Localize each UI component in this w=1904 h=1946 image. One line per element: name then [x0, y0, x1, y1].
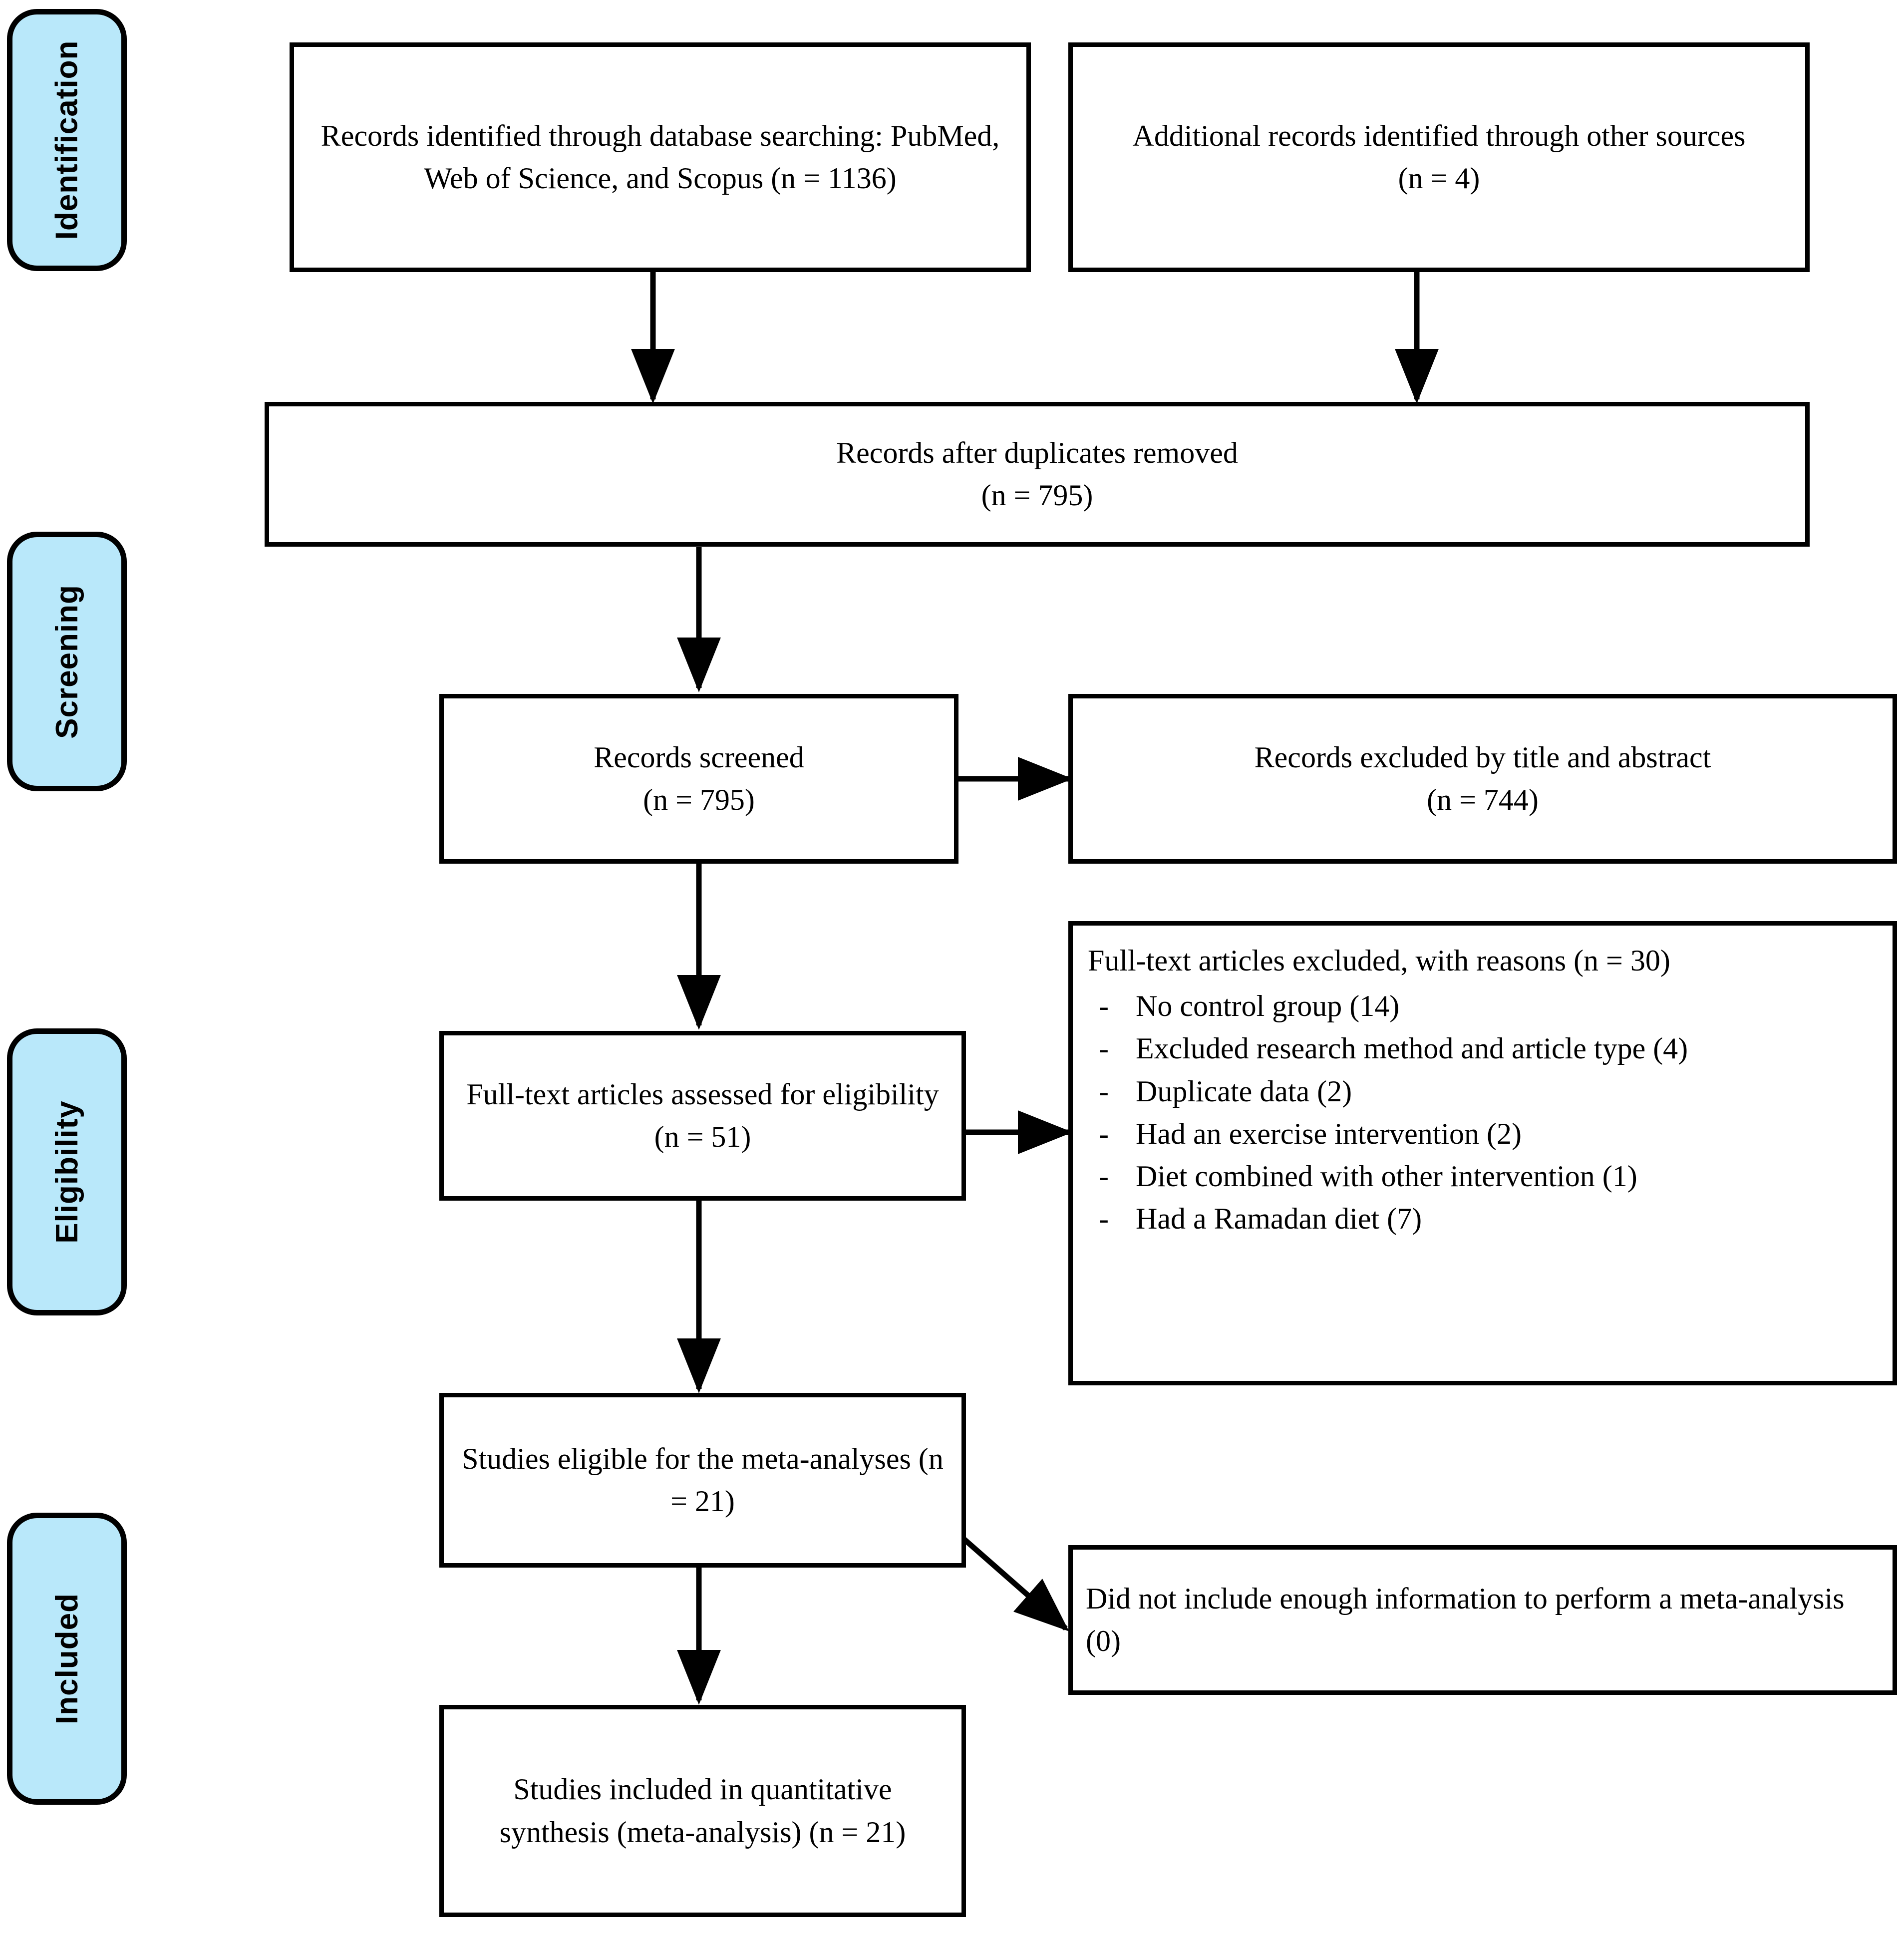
box-studies-included-quantitative-synthesis-text: Studies included in quantitative synthes…	[499, 1773, 906, 1849]
box-additional-records-other-sources: Additional records identified through ot…	[1068, 42, 1810, 272]
box-studies-eligible-meta-analyses: Studies eligible for the meta-analyses (…	[439, 1393, 966, 1568]
box-additional-records-other-sources-text: Additional records identified through ot…	[1132, 119, 1746, 195]
box-fulltext-assessed-eligibility-text: Full-text articles assessed for eligibil…	[466, 1077, 939, 1153]
reason-text: Duplicate data (2)	[1136, 1074, 1352, 1108]
box-fulltext-assessed-eligibility: Full-text articles assessed for eligibil…	[439, 1031, 966, 1201]
stage-label-included: Included	[7, 1513, 127, 1805]
stage-label-eligibility: Eligibility	[7, 1028, 127, 1315]
stage-label-screening: Screening	[7, 532, 127, 791]
box-records-after-duplicates-removed: Records after duplicates removed (n = 79…	[265, 402, 1810, 547]
reason-dash-icon: -	[1099, 1202, 1109, 1236]
arrow-eligible-to-not-enough-info	[961, 1536, 1069, 1631]
box-records-excluded-title-abstract: Records excluded by title and abstract (…	[1068, 694, 1897, 864]
reason-list-item: - No control group (14)	[1088, 985, 1876, 1027]
box-records-excluded-title-abstract-text: Records excluded by title and abstract (…	[1254, 740, 1711, 816]
reason-dash-icon: -	[1099, 989, 1109, 1023]
box-not-enough-information: Did not include enough information to pe…	[1068, 1545, 1897, 1695]
reason-text: No control group (14)	[1136, 989, 1400, 1023]
stage-label-identification-text: Identification	[49, 40, 84, 240]
stage-label-screening-text: Screening	[49, 584, 84, 739]
box-fulltext-excluded-with-reasons: Full-text articles excluded, with reason…	[1068, 921, 1897, 1385]
reason-list-item: - Duplicate data (2)	[1088, 1070, 1876, 1113]
fulltext-excluded-reason-list: - No control group (14) - Excluded resea…	[1088, 985, 1876, 1240]
box-studies-eligible-meta-analyses-text: Studies eligible for the meta-analyses (…	[462, 1442, 944, 1518]
box-records-screened: Records screened (n = 795)	[439, 694, 958, 864]
reason-text: Diet combined with other intervention (1…	[1136, 1159, 1637, 1193]
stage-label-included-text: Included	[49, 1593, 84, 1724]
reason-list-item: - Had a Ramadan diet (7)	[1088, 1198, 1876, 1240]
fulltext-excluded-heading: Full-text articles excluded, with reason…	[1088, 944, 1670, 977]
reason-text: Had an exercise intervention (2)	[1136, 1117, 1522, 1150]
box-records-identified-database-text: Records identified through database sear…	[320, 119, 1000, 195]
box-studies-included-quantitative-synthesis: Studies included in quantitative synthes…	[439, 1705, 966, 1917]
reason-list-item: - Excluded research method and article t…	[1088, 1027, 1876, 1070]
box-records-after-duplicates-removed-text: Records after duplicates removed (n = 79…	[836, 436, 1238, 512]
reason-list-item: - Diet combined with other intervention …	[1088, 1155, 1876, 1198]
reason-dash-icon: -	[1099, 1074, 1109, 1108]
box-not-enough-information-text: Did not include enough information to pe…	[1086, 1582, 1845, 1657]
reason-dash-icon: -	[1099, 1032, 1109, 1065]
reason-text: Excluded research method and article typ…	[1136, 1032, 1688, 1065]
reason-dash-icon: -	[1099, 1159, 1109, 1193]
reason-text: Had a Ramadan diet (7)	[1136, 1202, 1422, 1236]
box-records-identified-database: Records identified through database sear…	[290, 42, 1031, 272]
stage-label-identification: Identification	[7, 9, 127, 271]
stage-label-eligibility-text: Eligibility	[49, 1100, 84, 1244]
reason-dash-icon: -	[1099, 1117, 1109, 1150]
reason-list-item: - Had an exercise intervention (2)	[1088, 1113, 1876, 1155]
box-records-screened-text: Records screened (n = 795)	[594, 740, 804, 816]
